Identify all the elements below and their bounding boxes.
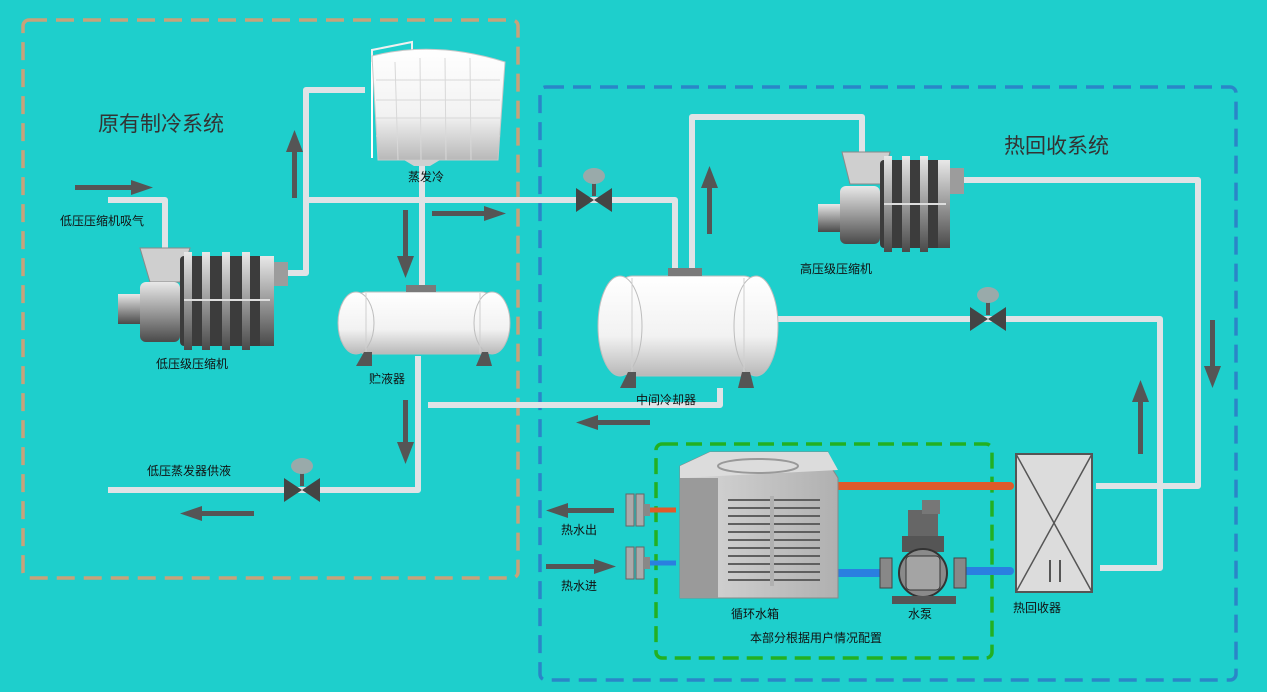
intercooler-to-high-stage-pipe (689, 114, 865, 270)
high-stage-discharge-pipe (958, 177, 1201, 489)
circulation-tank-label: 循环水箱 (731, 607, 780, 621)
liquid-return-pipe (428, 388, 723, 408)
valve-icon (284, 458, 320, 502)
flow-arrows (75, 130, 1221, 574)
hot-water-in-flange (625, 546, 650, 580)
receiver-tank (337, 285, 511, 366)
low-pressure-evaporator-supply-label: 低压蒸发器供液 (147, 464, 232, 478)
arrow-up-icon (701, 166, 718, 234)
arrow-right-icon (75, 180, 153, 195)
pipe-network (108, 87, 1201, 571)
intercooler-liquid-pipe (776, 316, 1163, 571)
user-config-section-border (654, 442, 994, 660)
arrow-down-icon (397, 210, 414, 278)
receiver-label: 贮液器 (369, 372, 406, 386)
user-config-note-label: 本部分根据用户情况配置 (750, 631, 883, 645)
low-stage-compressor (118, 247, 288, 350)
original-system-border (21, 18, 520, 580)
evaporative-condenser (371, 40, 506, 166)
suction-pipe (108, 197, 168, 248)
hot-water-out-flange (625, 493, 650, 527)
low-stage-compressor-label: 低压级压缩机 (156, 357, 229, 371)
intercooler-tank (597, 268, 779, 388)
arrow-up-icon (286, 130, 303, 198)
heat-recovery-system-title: 热回收系统 (1004, 134, 1109, 158)
receiver-liquid-pipe (108, 356, 421, 493)
high-stage-compressor (818, 151, 964, 252)
arrow-right-icon (432, 206, 506, 221)
hot-water-in-label: 热水进 (561, 579, 598, 593)
original-system-title: 原有制冷系统 (98, 112, 224, 136)
water-pump-label: 水泵 (908, 607, 933, 621)
high-stage-compressor-label: 高压级压缩机 (800, 262, 873, 276)
arrow-left-icon (180, 506, 254, 521)
valve-icon (576, 168, 612, 212)
heat-recovery-unit (1015, 453, 1093, 593)
low-pressure-suction-label: 低压压缩机吸气 (60, 214, 145, 228)
valve-icon (970, 287, 1006, 331)
arrow-up-icon (1132, 380, 1149, 454)
evaporative-condenser-label: 蒸发冷 (408, 170, 445, 184)
arrow-left-icon (546, 503, 614, 518)
heat-recovery-system-border (538, 85, 1238, 682)
arrow-left-icon (576, 415, 650, 430)
heat-recovery-unit-label: 热回收器 (1013, 601, 1062, 615)
hot-water-out-label: 热水出 (561, 523, 598, 537)
arrow-down-icon (397, 400, 414, 464)
intercooler-label: 中间冷却器 (636, 393, 697, 407)
arrow-right-icon (546, 559, 616, 574)
arrow-down-icon (1204, 320, 1221, 388)
low-stage-discharge-pipe (286, 87, 365, 276)
water-pump (879, 500, 967, 604)
circulation-water-tank (679, 451, 839, 599)
interstage-pipe (308, 197, 678, 270)
